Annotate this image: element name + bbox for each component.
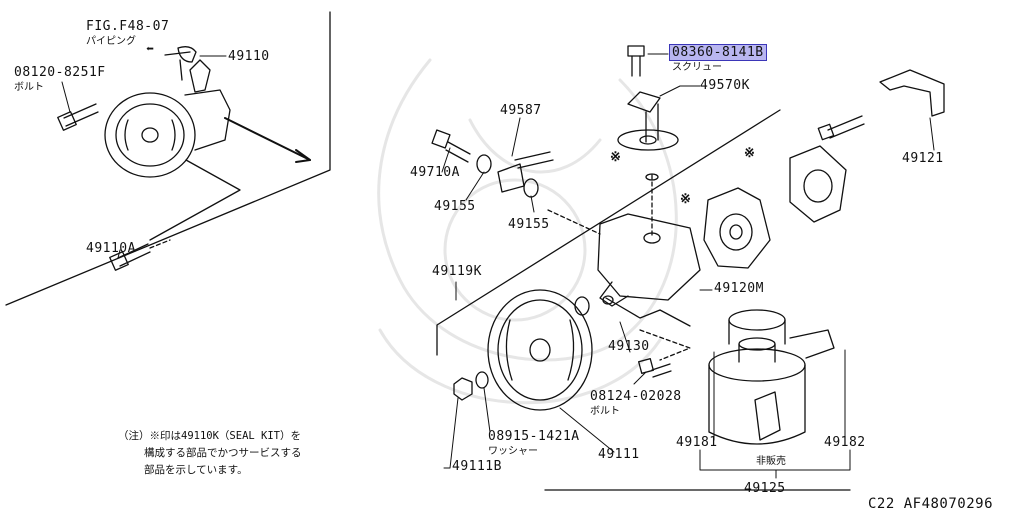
part-label-49587[interactable]: 49587 [500,103,542,118]
pump-inset-illustration [104,46,241,241]
rear-cover-illustration [703,187,771,269]
nut-49111B-illustration [453,371,489,401]
screw-08360-illustration [627,45,645,77]
note-line-2: 構成する部品でかつサービスする [144,447,302,459]
part-label-49155-b[interactable]: 49155 [508,217,550,232]
part-label-49570K[interactable]: 49570K [700,78,750,93]
part-label-49710A[interactable]: 49710A [410,165,460,180]
part-label-49155-a[interactable]: 49155 [434,199,476,214]
part-sub-08360: スクリュー [672,62,722,73]
diagram-code: C22 AF48070296 [868,496,994,512]
part-sub-08124: ボルト [590,406,620,417]
part-label-49110[interactable]: 49110 [228,49,270,64]
back-plate-illustration [789,115,865,223]
part-label-08124[interactable]: 08124-02028 [590,389,682,404]
reservoir-49125-illustration [708,309,835,445]
bolt-08120-illustration [57,103,99,131]
part-label-49111B[interactable]: 49111B [452,459,502,474]
ref-fig-label[interactable]: FIG.F48-07 [86,19,170,34]
note-line-1: （注）※印は49110K（SEAL KIT）を [118,430,302,442]
part-label-49130[interactable]: 49130 [608,339,650,354]
leader-lines [61,53,935,479]
seal-kit-mark-1: ※ [610,150,621,165]
part-label-49120M[interactable]: 49120M [714,281,764,296]
inset-arrow [224,117,311,161]
part-sub-49125: 非販売 [756,456,786,467]
seal-kit-mark-3: ※ [744,146,755,161]
fitting-49570K-illustration [617,91,679,236]
inset-frame [5,11,331,306]
seal-kit-mark-2: ※ [680,192,691,207]
exploded-frame [436,109,851,491]
part-sub-08915: ワッシャー [488,446,538,457]
part-label-08360[interactable]: 08360-8141B [669,44,767,61]
part-label-49119K[interactable]: 49119K [432,264,482,279]
highlighted-part-number[interactable]: 08360-8141B [669,44,767,61]
part-label-49181[interactable]: 49181 [676,435,718,450]
part-sub-08120: ボルト [14,82,44,93]
watermark-emblem [377,58,678,405]
bolt-08124-illustration [638,358,672,378]
bolt-49710A-illustration [431,129,471,163]
arrow-left-icon: ⬅ [146,42,154,57]
note-line-3: 部品を示しています。 [144,464,248,476]
bolt-49110A-illustration [109,239,171,271]
ref-fig-sub: パイピング [86,36,136,47]
shaft-49130-illustration [602,295,691,361]
part-label-08915[interactable]: 08915-1421A [488,429,580,444]
part-label-49182[interactable]: 49182 [824,435,866,450]
part-label-49125[interactable]: 49125 [744,481,786,496]
pump-body-49120M-illustration [574,213,701,316]
part-label-08120[interactable]: 08120-8251F [14,65,106,80]
pulley-49111-illustration [487,289,593,411]
part-label-49121[interactable]: 49121 [902,151,944,166]
part-label-49111[interactable]: 49111 [598,447,640,462]
bracket-49121-illustration [879,69,945,117]
part-label-49110A[interactable]: 49110A [86,241,136,256]
